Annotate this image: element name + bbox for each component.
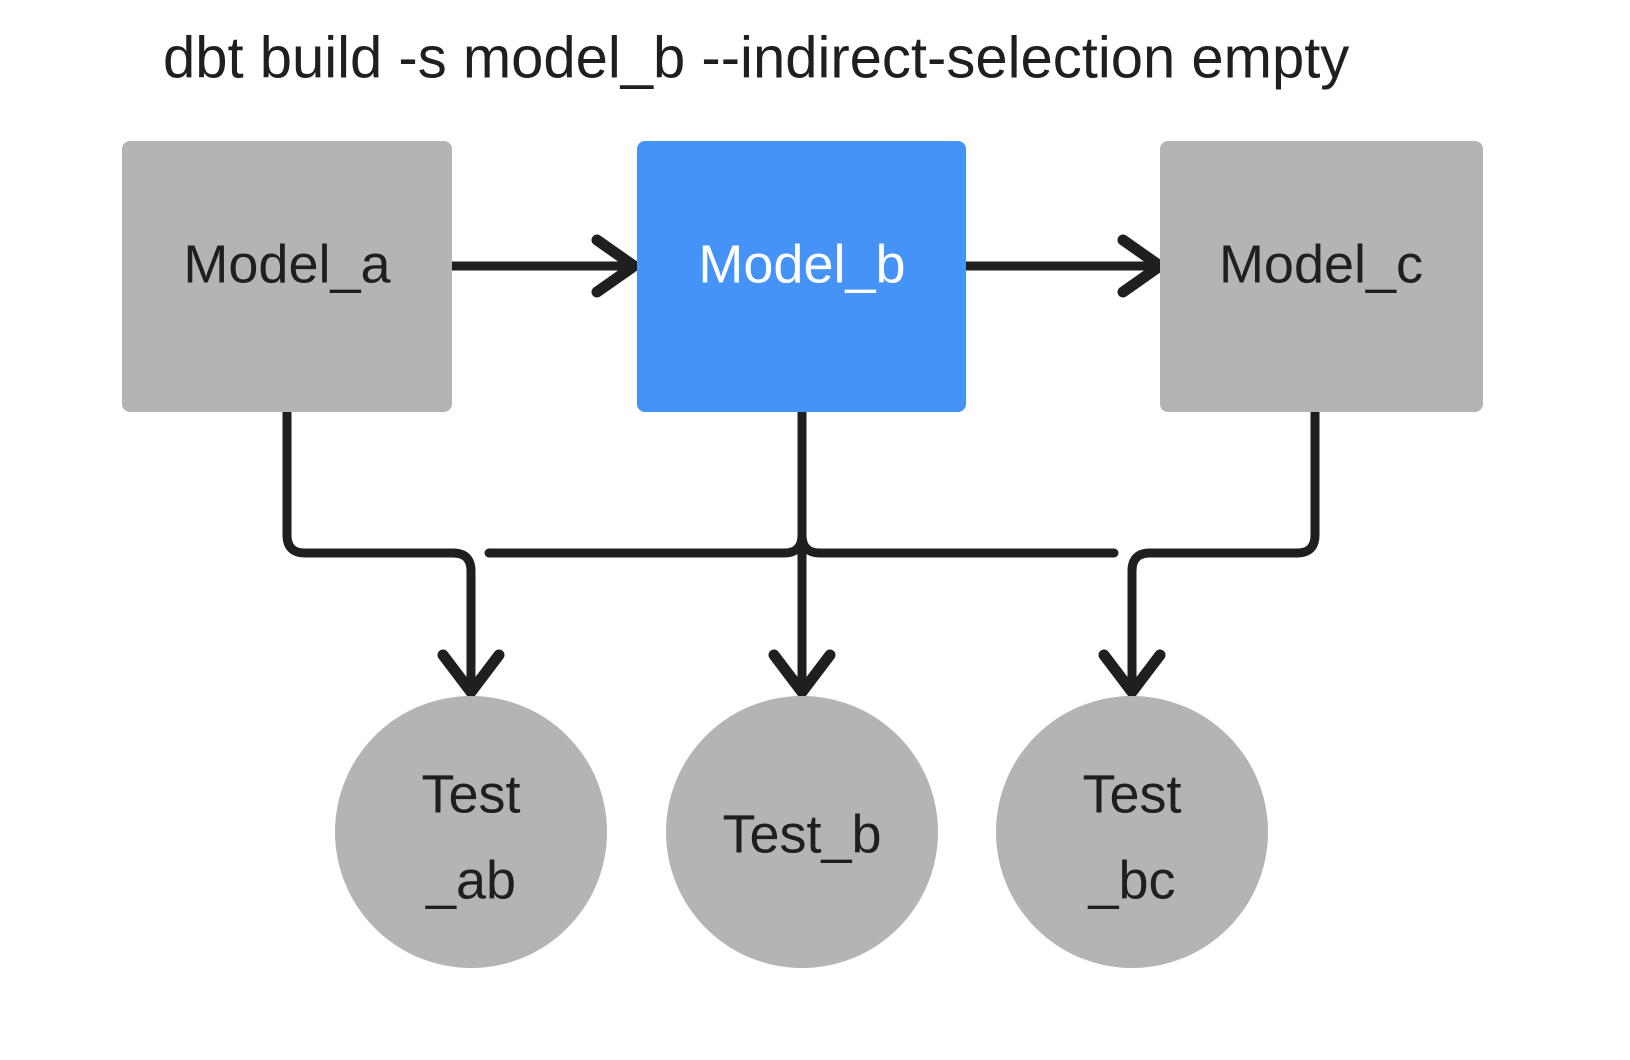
node-test-b-shape[interactable] bbox=[666, 696, 938, 968]
arrow-head-icon-model-b bbox=[591, 234, 640, 298]
node-test-b[interactable]: Test_b bbox=[666, 696, 938, 968]
node-model-b[interactable]: Model_b bbox=[637, 141, 966, 412]
edge-model-a-to-test-ab bbox=[282, 407, 505, 698]
arrow-head-icon-test-bc bbox=[1098, 649, 1166, 698]
node-test-ab-label-line2: _ab bbox=[425, 850, 516, 910]
node-model-b-shape[interactable] bbox=[637, 141, 966, 412]
page-title: dbt build -s model_b --indirect-selectio… bbox=[163, 25, 1349, 90]
node-test-bc-label-line1: Test bbox=[1082, 764, 1181, 824]
edge-model-b-to-model-c bbox=[961, 234, 1166, 298]
node-model-a[interactable]: Model_a bbox=[122, 141, 452, 412]
node-model-a-shape[interactable] bbox=[122, 141, 452, 412]
edge-path-model-a-bus bbox=[282, 407, 476, 685]
edge-model-b-to-test-bc bbox=[797, 530, 1119, 558]
node-test-bc[interactable]: Test _bc bbox=[996, 696, 1268, 968]
node-test-b-label-line1: Test_b bbox=[722, 804, 881, 864]
edge-model-a-to-model-b bbox=[447, 234, 640, 298]
node-test-ab-label-line1: Test bbox=[421, 764, 520, 824]
node-test-bc-label-line2: _bc bbox=[1087, 850, 1175, 910]
edge-model-c-to-test-bc bbox=[1098, 407, 1320, 698]
node-test-ab[interactable]: Test _ab bbox=[335, 696, 607, 968]
node-model-a-label: Model_a bbox=[183, 234, 391, 294]
node-test-bc-shape[interactable] bbox=[996, 696, 1268, 968]
node-test-ab-shape[interactable] bbox=[335, 696, 607, 968]
node-model-c-label: Model_c bbox=[1219, 234, 1423, 294]
arrow-head-icon-test-b bbox=[768, 649, 836, 698]
node-model-c-shape[interactable] bbox=[1160, 141, 1483, 412]
node-model-b-label: Model_b bbox=[698, 234, 905, 294]
edge-path-bus-right bbox=[797, 530, 1119, 558]
node-model-c[interactable]: Model_c bbox=[1160, 141, 1483, 412]
edge-path-bus-left bbox=[484, 530, 807, 558]
edge-path-model-c-bus bbox=[1127, 407, 1320, 685]
edge-model-b-to-test-ab bbox=[484, 530, 807, 558]
arrow-head-icon-test-ab bbox=[437, 649, 505, 698]
